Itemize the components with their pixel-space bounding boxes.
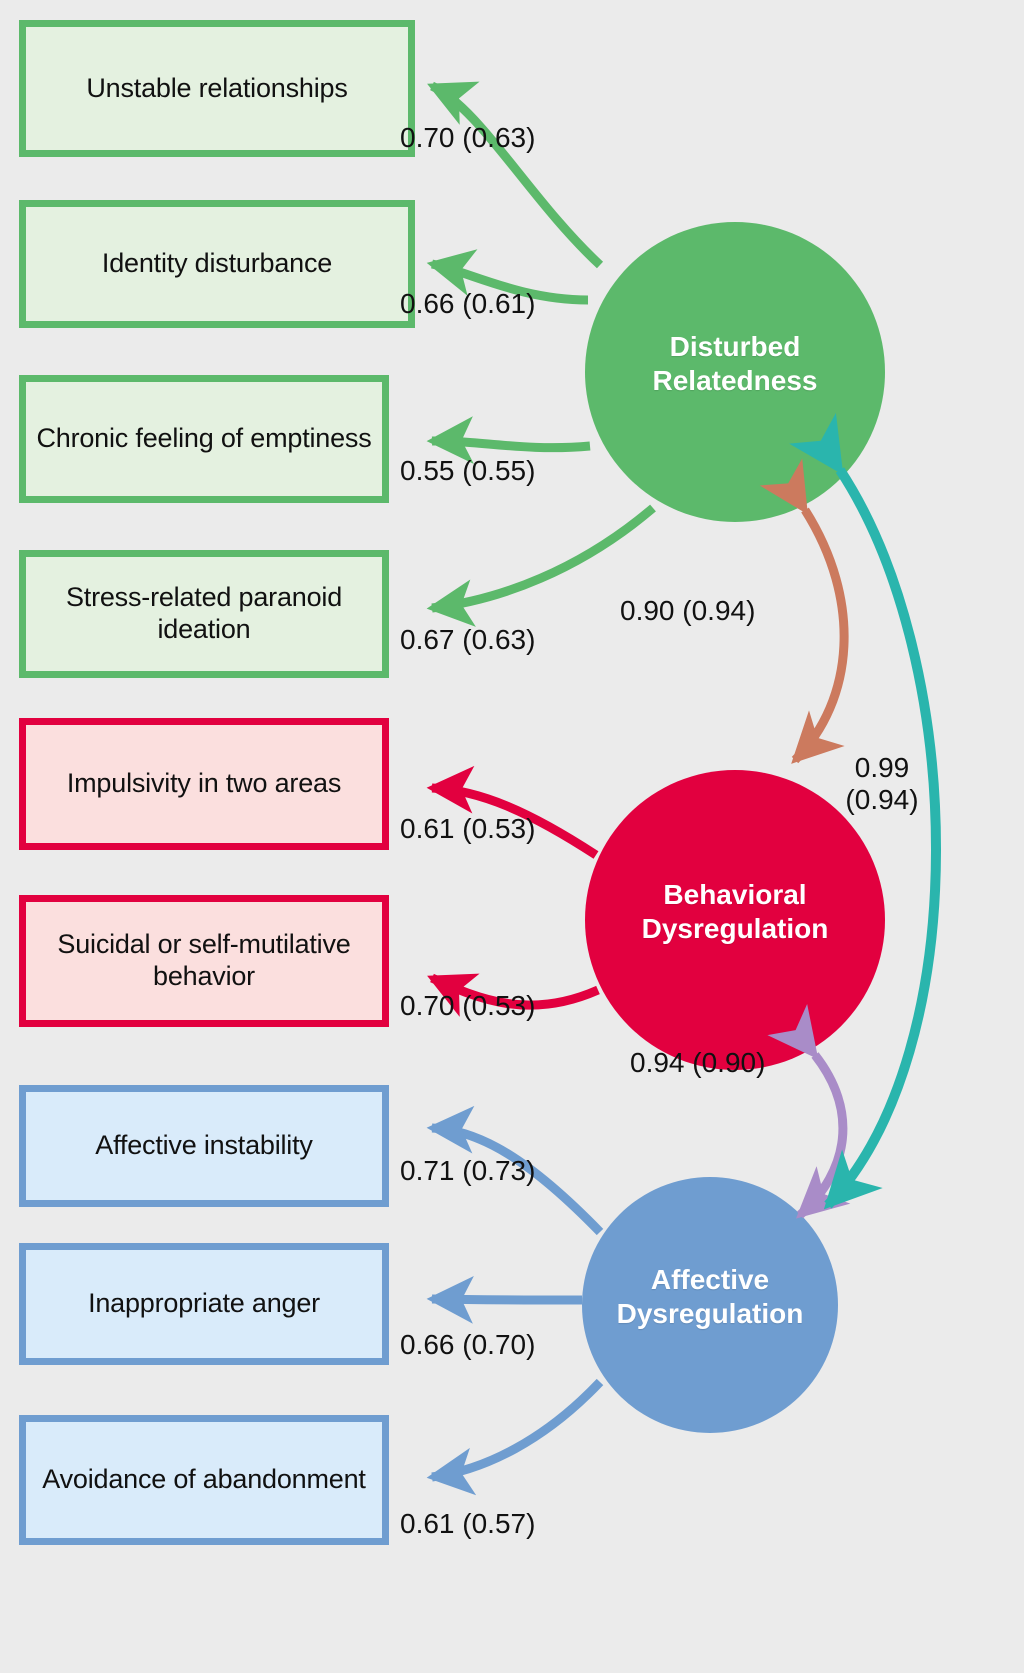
indicator-box-chronic-emptiness[interactable]: Chronic feeling of emptiness: [19, 375, 389, 503]
loading-arrows-green: [426, 81, 656, 627]
indicator-label-unstable-relationships: Unstable relationships: [86, 72, 348, 103]
loading-arrow-unstable-relationships: [427, 81, 604, 269]
loading-label-chronic-emptiness: 0.55 (0.55): [400, 455, 536, 486]
loading-arrow-avoidance-abandonment: [426, 1378, 604, 1496]
loading-label-unstable-relationships: 0.70 (0.63): [400, 122, 536, 153]
indicator-label-chronic-emptiness: Chronic feeling of emptiness: [36, 423, 372, 454]
loading-label-impulsivity: 0.61 (0.53): [400, 813, 536, 844]
indicator-label-suicidal-self-mutilative: Suicidal or self-mutilative behavior: [57, 929, 351, 991]
correlation-arrow-dr-ad: [789, 412, 941, 1210]
indicator-label-impulsivity: Impulsivity in two areas: [66, 768, 342, 799]
loading-label-identity-disturbance: 0.66 (0.61): [400, 288, 536, 319]
loading-arrow-suicidal-self-mutilative: [427, 973, 600, 1017]
indicator-label-identity-disturbance: Identity disturbance: [101, 248, 333, 279]
loading-arrow-affective-instability: [426, 1105, 604, 1236]
loading-arrows-red: [426, 765, 600, 1017]
correlation-label-dr-bd: 0.90 (0.94): [620, 595, 756, 626]
loading-arrow-paranoid-ideation: [426, 504, 656, 627]
loading-label-inappropriate-anger: 0.66 (0.70): [400, 1329, 536, 1360]
indicator-box-unstable-relationships[interactable]: Unstable relationships: [19, 20, 415, 157]
correlation-label-bd-ad: 0.94 (0.90): [630, 1047, 766, 1078]
indicator-box-paranoid-ideation[interactable]: Stress-related paranoid ideation: [19, 550, 389, 678]
indicator-label-inappropriate-anger: Inappropriate anger: [88, 1288, 320, 1319]
loading-arrows-blue: [426, 1105, 604, 1496]
loading-label-affective-instability: 0.71 (0.73): [400, 1155, 536, 1186]
loading-arrow-inappropriate-anger: [426, 1276, 583, 1324]
indicator-box-affective-instability[interactable]: Affective instability: [19, 1085, 389, 1207]
loading-arrow-impulsivity: [426, 765, 599, 859]
loading-label-avoidance-abandonment: 0.61 (0.57): [400, 1508, 536, 1539]
indicator-box-identity-disturbance[interactable]: Identity disturbance: [19, 200, 415, 328]
indicator-label-affective-instability: Affective instability: [95, 1130, 313, 1161]
factor-circle-affective-dysregulation[interactable]: [582, 1177, 838, 1433]
correlation-label-dr-ad: 0.99 (0.94): [845, 752, 919, 816]
loading-label-paranoid-ideation: 0.67 (0.63): [400, 624, 536, 655]
loading-arrow-chronic-emptiness: [426, 416, 591, 464]
indicator-box-avoidance-abandonment[interactable]: Avoidance of abandonment: [19, 1415, 389, 1545]
indicator-label-paranoid-ideation: Stress-related paranoid ideation: [65, 582, 343, 644]
loading-label-suicidal-self-mutilative: 0.70 (0.53): [400, 990, 536, 1021]
indicator-box-suicidal-self-mutilative[interactable]: Suicidal or self-mutilative behavior: [19, 895, 389, 1027]
loading-arrow-identity-disturbance: [426, 249, 589, 305]
correlation-arrow-dr-bd: [759, 458, 849, 764]
indicator-box-inappropriate-anger[interactable]: Inappropriate anger: [19, 1243, 389, 1365]
indicator-label-avoidance-abandonment: Avoidance of abandonment: [42, 1464, 366, 1495]
indicator-box-impulsivity[interactable]: Impulsivity in two areas: [19, 718, 389, 850]
